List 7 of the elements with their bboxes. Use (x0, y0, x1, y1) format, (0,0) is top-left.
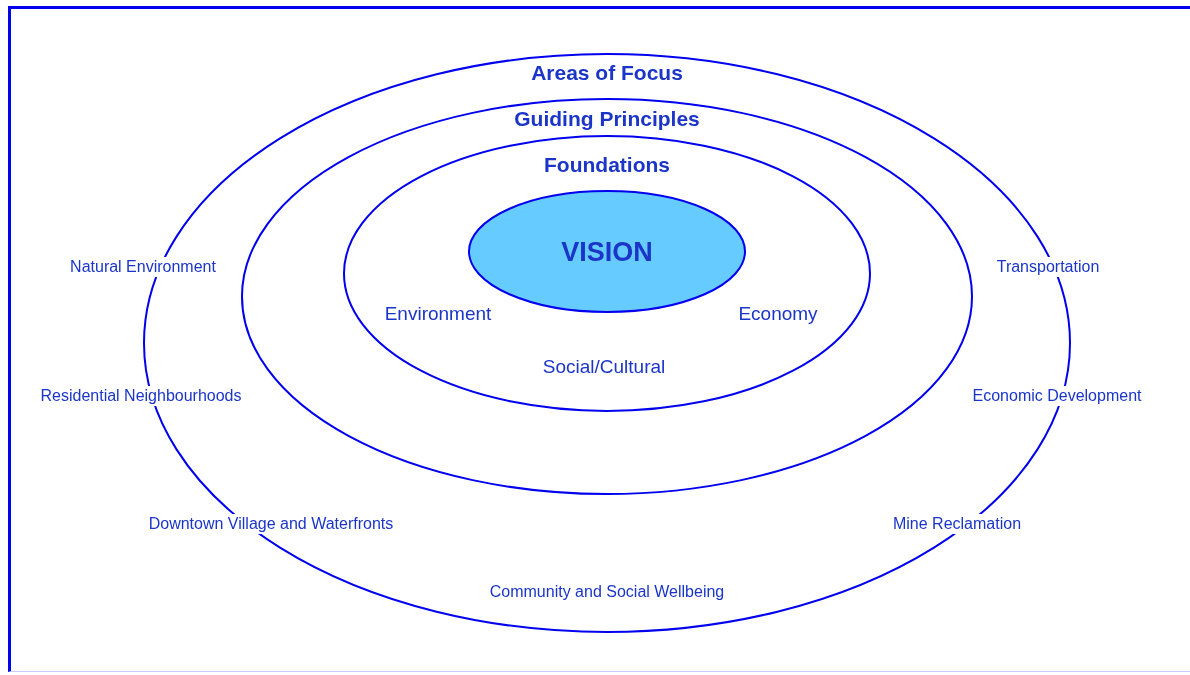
ring-title: Guiding Principles (514, 107, 700, 131)
foundation-label: Environment (383, 302, 493, 326)
ring-title: Areas of Focus (531, 61, 683, 85)
foundation-label: Economy (737, 302, 819, 326)
foundation-label: Social/Cultural (541, 355, 667, 379)
ring-title: Foundations (544, 153, 670, 177)
vision-title: VISION (561, 236, 653, 267)
